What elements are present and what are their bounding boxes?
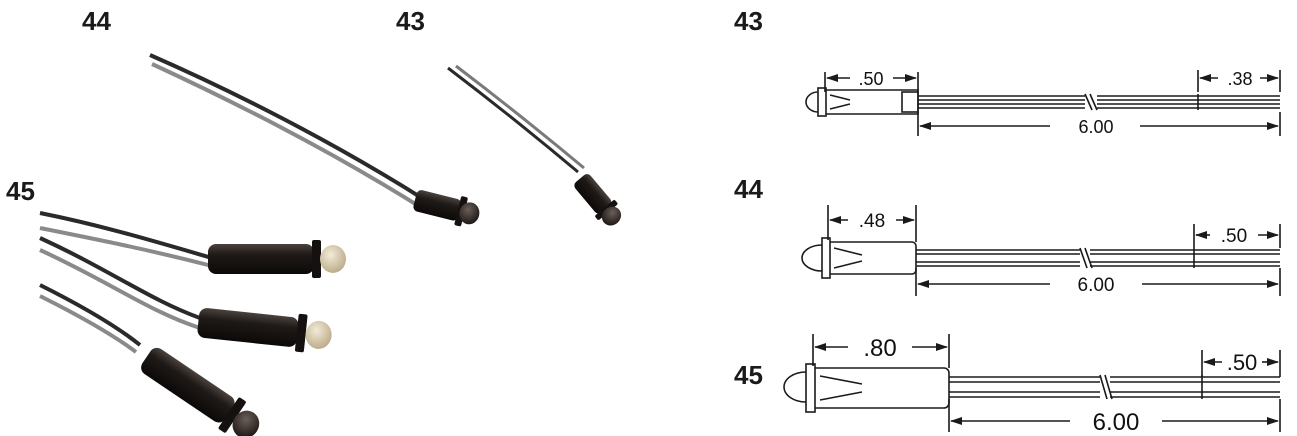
drawing-43-end-dim: .38: [1227, 69, 1252, 89]
drawing-label-43: 43: [734, 6, 763, 36]
drawing-43-length-dim: 6.00: [1078, 117, 1113, 137]
drawing-44-length-dim: 6.00: [1078, 275, 1115, 296]
drawing-44-end-dim: .50: [1221, 226, 1247, 247]
drawing-label-45: 45: [734, 360, 763, 390]
photo-led-45-middle: [39, 236, 332, 353]
photo-led-44: [149, 53, 480, 227]
photo-label-44: 44: [82, 6, 111, 36]
drawing-label-44: 44: [734, 174, 763, 204]
drawing-45-length-dim: 6.00: [1093, 409, 1140, 436]
dimension-drawings: 43 .50 .38 6.00: [734, 6, 1281, 436]
drawing-43: 43 .50 .38 6.00: [734, 6, 1281, 137]
drawing-45: 45 .80 .50 6.00: [734, 334, 1281, 436]
photo-led-45-bottom: [39, 283, 260, 436]
drawing-44-lead-dim: .48: [859, 211, 885, 232]
photo-led-43: [447, 64, 622, 226]
photo-label-43: 43: [396, 6, 425, 36]
photo-label-45: 45: [6, 176, 35, 206]
drawing-45-end-dim: .50: [1227, 350, 1258, 375]
photo-panel: 44 43 45: [6, 6, 622, 436]
drawing-45-lead-dim: .80: [863, 335, 896, 362]
photo-led-45-top: [39, 211, 346, 278]
drawing-43-lead-dim: .50: [858, 69, 883, 89]
drawing-44: 44 .48 .50 6.00: [734, 174, 1281, 296]
